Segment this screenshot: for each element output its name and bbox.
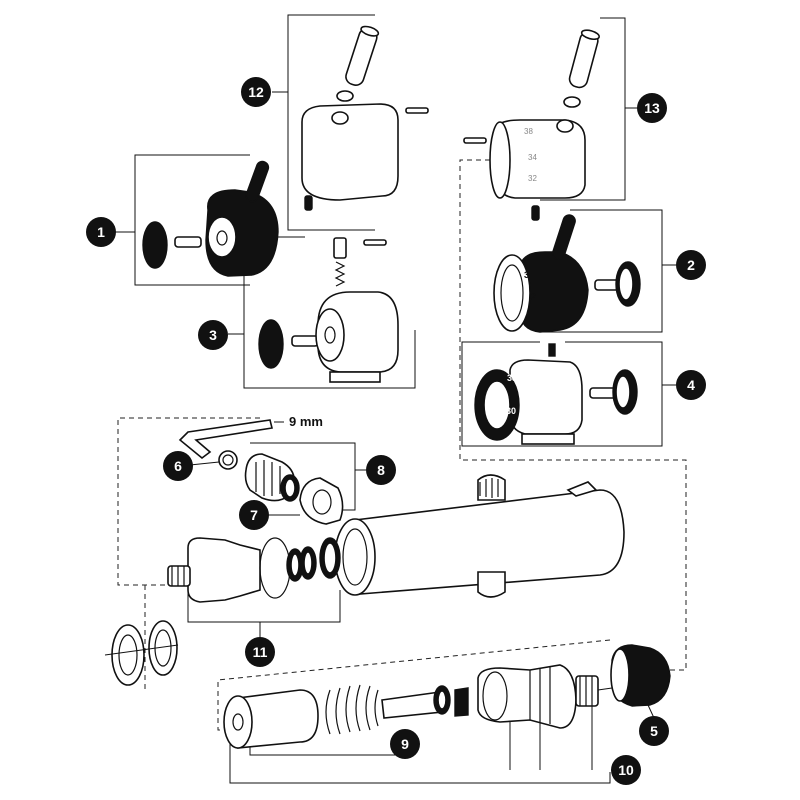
callout-label-4: 4: [687, 377, 695, 393]
part-3-knob-assembly: [228, 236, 416, 389]
scale-mark-38: 38: [524, 127, 533, 136]
hex-key: 9 mm: [178, 414, 323, 460]
lock-nuts: [104, 620, 179, 686]
scale-mark-32: 32: [528, 174, 537, 183]
ring-mark-30: 30: [506, 406, 516, 416]
callout-3: 3: [198, 320, 228, 350]
callout-13: 13: [637, 93, 667, 123]
scale-mark-2: 2: [531, 292, 536, 302]
callout-label-13: 13: [644, 100, 660, 116]
callout-label-1: 1: [97, 224, 105, 240]
callout-1: 1: [86, 217, 116, 247]
callout-label-7: 7: [250, 507, 258, 523]
scale-mark-3: 3: [524, 270, 529, 280]
callout-11: 11: [245, 637, 275, 667]
callout-2: 2: [676, 250, 706, 280]
check-valve-cluster: [189, 442, 366, 525]
callout-label-2: 2: [687, 257, 695, 273]
callout-10: 10: [611, 755, 641, 785]
guide-line-left: [117, 417, 260, 586]
callout-6: 6: [163, 451, 193, 481]
callout-label-5: 5: [650, 723, 658, 739]
part-4-knob-assembly: 30 38: [461, 341, 676, 447]
callout-5: 5: [639, 716, 669, 746]
part-13-handle-assembly: 38 34 32: [459, 17, 640, 461]
part-1-knob-assembly: [112, 154, 279, 286]
scale-mark-34: 34: [528, 153, 537, 162]
ring-mark-38: 38: [507, 373, 517, 383]
callout-label-8: 8: [377, 462, 385, 478]
callout-label-12: 12: [248, 84, 264, 100]
guide-line-right: [520, 459, 687, 671]
callout-label-10: 10: [618, 762, 634, 778]
callout-8: 8: [366, 455, 396, 485]
callout-9: 9: [390, 729, 420, 759]
callout-label-6: 6: [174, 458, 182, 474]
dimension-label: 9 mm: [289, 414, 323, 429]
part-11-cartridge-assembly: [167, 537, 341, 640]
callout-label-11: 11: [253, 644, 268, 660]
callout-4: 4: [676, 370, 706, 400]
part-12-handle-assembly: [272, 14, 429, 231]
mixer-valve-body: [334, 474, 625, 598]
part-2-knob-assembly: 3 2: [493, 209, 676, 333]
callout-label-9: 9: [401, 736, 409, 752]
callout-label-3: 3: [209, 327, 217, 343]
part-5-end-cap: [610, 644, 671, 719]
part-9-10-thermostat-assembly: [223, 664, 613, 784]
callout-7: 7: [239, 500, 269, 530]
callout-12: 12: [241, 77, 271, 107]
